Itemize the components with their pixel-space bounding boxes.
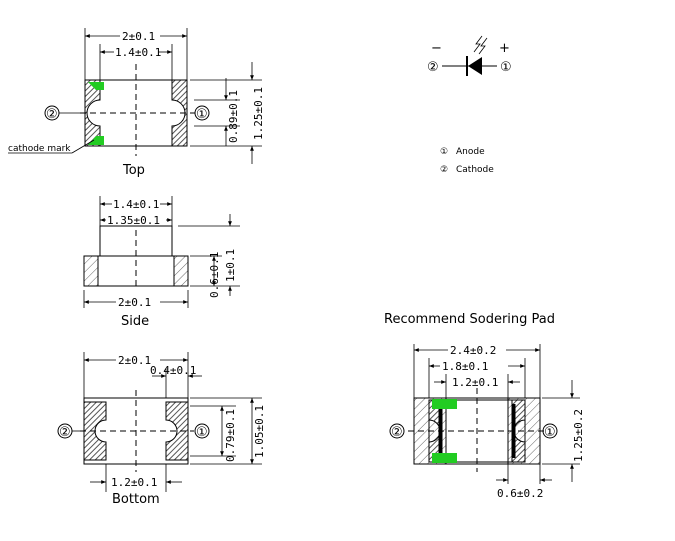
soldering-pad-view: Recommend Sodering Pad 2.4±0.2 1.8±0.1 1…	[384, 312, 585, 500]
legend-cathode-mark: ②	[440, 165, 448, 175]
diode-symbol: − + ② ①	[427, 35, 512, 76]
symbol-pin-1: ①	[500, 60, 512, 75]
pad-dim-height: 1.25±0.2	[572, 409, 585, 462]
pad-dim-inner: 1.2±0.1	[452, 376, 498, 389]
top-label: Top	[122, 163, 145, 178]
top-pin-1: ①	[196, 107, 208, 122]
pad-title: Recommend Sodering Pad	[384, 312, 555, 327]
legend-anode-mark: ①	[440, 147, 448, 157]
top-dim-width: 2±0.1	[122, 30, 155, 43]
diode-triangle	[468, 57, 482, 75]
symbol-plus: +	[499, 41, 510, 56]
bottom-dim-width: 2±0.1	[118, 354, 151, 367]
top-right-pad	[171, 79, 188, 147]
bottom-right-pad	[165, 401, 189, 461]
side-label: Side	[121, 314, 149, 329]
bottom-dim-pad: 0.4±0.1	[150, 364, 196, 377]
legend-cathode: Cathode	[456, 165, 494, 175]
pad-dim-mid: 1.8±0.1	[442, 360, 488, 373]
side-dim-body: 0.6±0.1	[208, 252, 221, 298]
cathode-mark-label: cathode mark	[8, 144, 71, 154]
pad-pin-1: ①	[544, 425, 556, 440]
top-left-pad	[84, 79, 101, 147]
top-pin-2: ②	[46, 107, 58, 122]
top-dim-height: 1.25±0.1	[252, 87, 265, 140]
side-dim-top-inner: 1.35±0.1	[107, 214, 160, 227]
bottom-dim-height: 1.05±0.1	[253, 405, 266, 458]
pad-green-mark-upper	[432, 399, 457, 409]
bottom-dim-gap: 1.2±0.1	[111, 476, 157, 489]
pad-pin-2: ②	[391, 425, 403, 440]
bottom-view: 2±0.1 0.4±0.1 ② ① 0.79±0.1 1.05±0.1 1.2±…	[57, 352, 266, 507]
top-dim-inner: 1.4±0.1	[115, 46, 161, 59]
bottom-label: Bottom	[112, 492, 160, 507]
pin-legend: ① Anode ② Cathode	[440, 147, 494, 175]
top-green-mark-upper	[88, 82, 104, 90]
bottom-pin-1: ①	[196, 425, 208, 440]
pad-dim-pad-width: 0.6±0.2	[497, 487, 543, 500]
top-green-mark-lower	[88, 136, 104, 145]
side-view: 1.4±0.1 1.35±0.1 2±0.1 0.6±0.1 1±0.1 Sid…	[83, 196, 240, 329]
top-dim-inner-height: 0.89±0.1	[227, 90, 240, 143]
top-view: 2±0.1 1.4±0.1 ② ① 0.89±0.1 1.2	[8, 28, 265, 178]
symbol-pin-2: ②	[427, 60, 439, 75]
bottom-pin-2: ②	[59, 425, 71, 440]
legend-anode: Anode	[456, 147, 485, 157]
symbol-minus: −	[431, 41, 442, 56]
side-dim-total: 1±0.1	[224, 249, 237, 282]
side-dim-top-outer: 1.4±0.1	[113, 198, 159, 211]
bottom-dim-pad-height: 0.79±0.1	[224, 409, 237, 462]
pad-dim-outer: 2.4±0.2	[450, 344, 496, 357]
pad-green-mark-lower	[432, 453, 457, 463]
side-dim-width: 2±0.1	[118, 296, 151, 309]
